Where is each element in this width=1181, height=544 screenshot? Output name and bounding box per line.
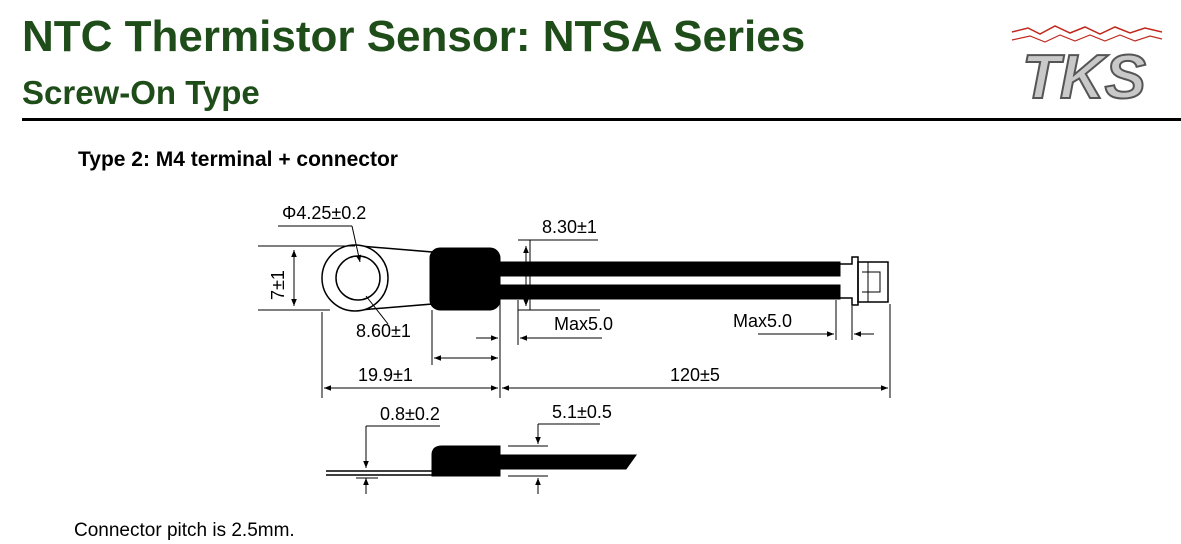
connector-note: Connector pitch is 2.5mm.	[74, 520, 295, 541]
dim-thickness: 0.8±0.2	[380, 404, 440, 424]
dim-max-left: Max5.0	[554, 314, 613, 334]
dim-height: 7±1	[268, 270, 288, 300]
dim-hole-diameter: Φ4.25±0.2	[282, 203, 366, 223]
dim-lead-offset: 8.30±1	[542, 217, 597, 237]
header-rule	[22, 118, 1181, 121]
dim-body-length: 8.60±1	[356, 321, 411, 341]
dim-cable-length: 120±5	[670, 365, 720, 385]
page-subtitle: Screw-On Type	[22, 74, 260, 111]
page-title: NTC Thermistor Sensor: NTSA Series	[22, 12, 806, 61]
dim-max-right: Max5.0	[733, 311, 792, 331]
section-heading: Type 2: M4 terminal + connector	[78, 148, 398, 171]
dim-body-height: 5.1±0.5	[552, 402, 612, 422]
dim-terminal-length: 19.9±1	[358, 365, 413, 385]
